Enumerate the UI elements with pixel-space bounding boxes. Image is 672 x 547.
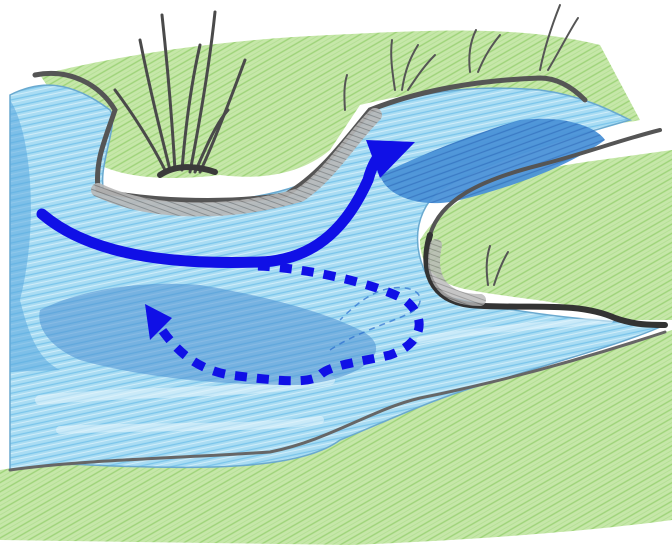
river-diagram (0, 0, 672, 547)
river-bend-sketch (0, 0, 672, 547)
